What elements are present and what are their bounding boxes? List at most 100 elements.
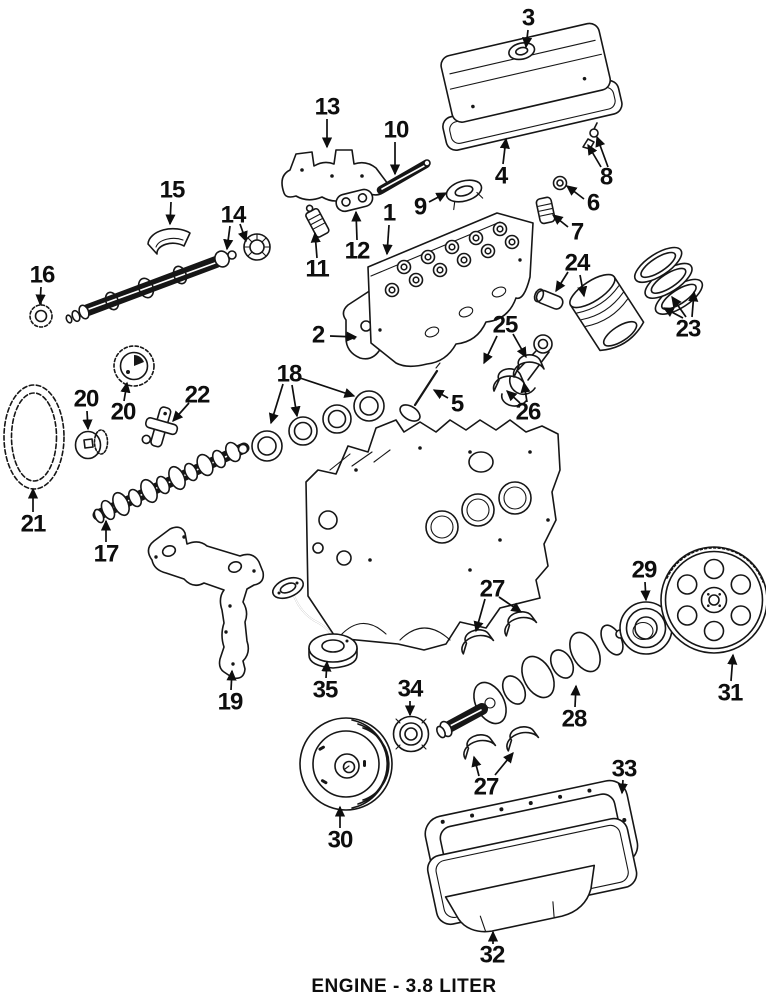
rear-seal-part xyxy=(619,601,673,655)
callout-arrow xyxy=(299,377,356,398)
callout-30: 30 xyxy=(328,805,354,854)
callout-arrow xyxy=(329,331,358,342)
crankshaft-part xyxy=(436,624,625,739)
callout-number: 17 xyxy=(94,541,119,568)
callout-6: 6 xyxy=(565,185,601,217)
callout-arrow xyxy=(268,383,284,425)
cam-sprocket-part xyxy=(113,345,155,387)
callout-number: 10 xyxy=(384,117,409,144)
callout-number: 20 xyxy=(111,399,136,426)
callout-number: 24 xyxy=(565,250,591,277)
callout-arrow xyxy=(483,335,498,365)
callout-number: 20 xyxy=(74,386,99,413)
piston-rings-part xyxy=(633,246,704,315)
rocker-pivot-part xyxy=(445,179,484,211)
piston-part xyxy=(569,273,645,352)
diagram-caption: ENGINE - 3.8 LITER xyxy=(311,976,496,997)
callout-25: 25 xyxy=(483,312,527,365)
callout-arrow xyxy=(727,653,738,682)
callout-7: 7 xyxy=(551,214,585,246)
callout-number: 30 xyxy=(328,827,353,854)
callout-arrow xyxy=(688,290,699,318)
callout-arrow xyxy=(428,192,448,203)
callout-20: 20 xyxy=(74,386,100,431)
cam-bearings-part xyxy=(251,390,385,462)
oil-pan-part xyxy=(426,817,638,933)
callout-10: 10 xyxy=(384,117,410,176)
valve-cover-part xyxy=(440,22,623,151)
harmonic-balancer-part xyxy=(299,717,393,811)
callout-arrow xyxy=(471,755,482,777)
oil-pickup-part xyxy=(271,576,358,669)
callout-number: 5 xyxy=(451,391,464,418)
callout-arrow xyxy=(82,410,93,431)
callout-number: 27 xyxy=(474,774,499,801)
callout-arrow xyxy=(555,271,569,293)
callout-22: 22 xyxy=(172,382,211,423)
callout-number: 31 xyxy=(718,680,743,707)
bolt-part xyxy=(582,122,599,150)
tensioner-part xyxy=(141,406,179,448)
callout-number: 15 xyxy=(160,177,185,204)
callout-26: 26 xyxy=(506,381,542,426)
callout-number: 16 xyxy=(30,262,55,289)
callout-number: 26 xyxy=(516,399,541,426)
callout-arrow xyxy=(506,390,521,404)
callout-20: 20 xyxy=(111,381,137,426)
callout-number: 12 xyxy=(345,238,370,265)
callout-32: 32 xyxy=(480,930,506,969)
rocker-arms-part xyxy=(335,188,374,213)
callout-number: 34 xyxy=(398,676,424,703)
pushrod-part xyxy=(376,159,431,195)
piston-pin-part xyxy=(533,288,564,310)
callout-number: 19 xyxy=(218,689,243,716)
callout-33: 33 xyxy=(612,756,638,795)
front-cover-gasket-part xyxy=(147,526,265,680)
callout-number: 28 xyxy=(562,706,587,733)
callout-9: 9 xyxy=(414,192,448,221)
callout-number: 8 xyxy=(600,164,613,191)
callout-21: 21 xyxy=(21,487,47,538)
callout-number: 33 xyxy=(612,756,637,783)
callout-arrow xyxy=(120,381,131,402)
callout-31: 31 xyxy=(718,653,744,707)
callout-arrow xyxy=(172,402,190,423)
callout-arrow xyxy=(238,223,248,243)
callout-arrow xyxy=(290,384,301,418)
callout-number: 22 xyxy=(185,382,210,409)
callout-arrow xyxy=(499,137,510,165)
callout-number: 23 xyxy=(676,316,701,343)
callout-arrow xyxy=(223,225,234,251)
callout-14: 14 xyxy=(221,202,248,251)
callout-arrow xyxy=(498,596,523,613)
timing-chain-part xyxy=(3,384,65,490)
shaft-clamp-part xyxy=(147,227,191,255)
callout-arrow xyxy=(570,684,581,708)
callout-arrow xyxy=(640,581,651,602)
callout-arrow xyxy=(662,307,684,319)
callout-number: 35 xyxy=(313,677,338,704)
engine-block-part xyxy=(305,419,561,651)
callout-arrow xyxy=(165,201,176,226)
callout-arrow xyxy=(617,779,628,795)
balance-gear-part xyxy=(74,429,109,460)
callout-1: 1 xyxy=(382,200,397,256)
callout-2: 2 xyxy=(312,322,358,349)
exhaust-manifold-part xyxy=(281,149,389,202)
callout-17: 17 xyxy=(94,519,120,568)
shaft-ring-part xyxy=(29,299,53,328)
callout-number: 3 xyxy=(522,5,535,32)
callout-number: 29 xyxy=(632,557,657,584)
callout-29: 29 xyxy=(632,557,658,602)
callout-8: 8 xyxy=(587,135,614,191)
callout-arrow xyxy=(587,143,602,168)
cylinder-head-part xyxy=(367,212,534,368)
callout-arrow xyxy=(520,381,531,403)
balance-shaft-part xyxy=(65,250,237,324)
callout-arrow xyxy=(321,660,332,679)
callout-16: 16 xyxy=(30,262,56,306)
valve-lifter-part-2 xyxy=(305,204,330,238)
valve-part xyxy=(399,362,441,422)
callout-number: 27 xyxy=(480,576,505,603)
